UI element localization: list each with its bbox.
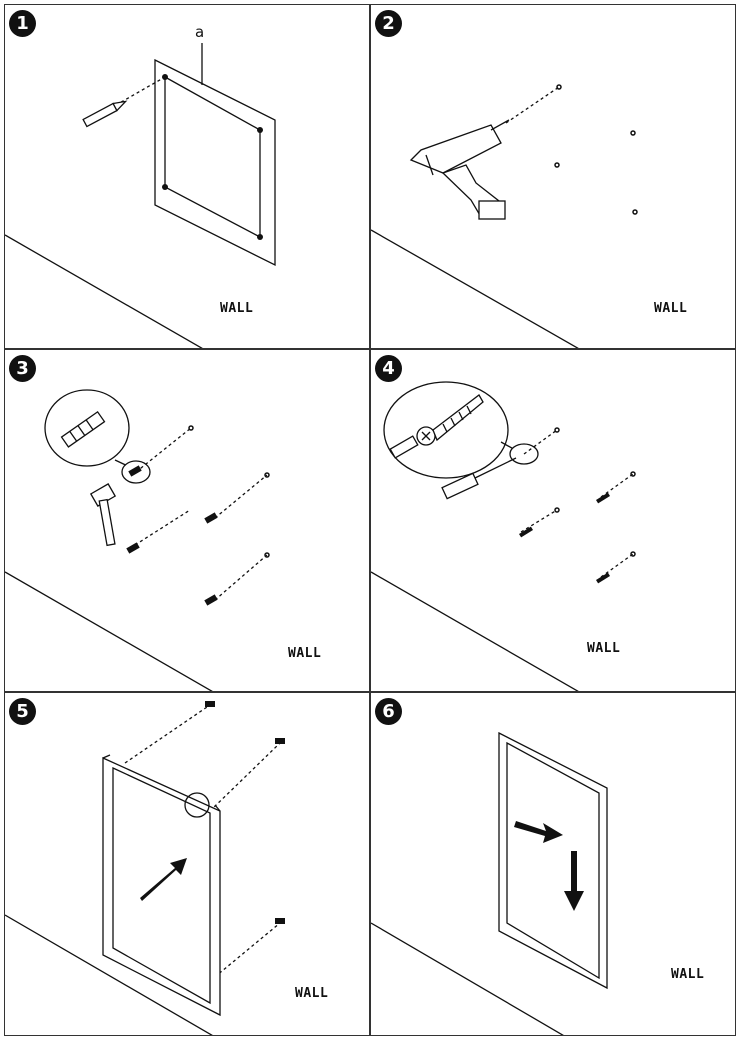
wall-anchor-icon — [60, 410, 106, 448]
anchor — [204, 512, 218, 524]
wall-floor-line — [5, 571, 213, 691]
pencil-icon — [82, 100, 128, 128]
screwdriver-icon — [441, 457, 517, 500]
step-4-badge: 4 — [375, 355, 402, 382]
wall-label: WALL — [288, 646, 322, 661]
step-5-illustration — [5, 701, 285, 1035]
mark-point — [257, 127, 263, 133]
step-4-illustration — [371, 381, 636, 691]
mounting-screw — [205, 701, 215, 707]
mark-point — [257, 234, 263, 240]
drill-hole — [556, 84, 562, 90]
step-3-panel: 3 — [4, 349, 370, 692]
mark-point — [162, 184, 168, 190]
step-1-illustration — [5, 43, 276, 348]
drill-hole — [630, 130, 636, 136]
wall-label: WALL — [587, 641, 621, 656]
drill-guide — [505, 86, 560, 124]
template-sheet — [154, 58, 276, 267]
step-6-illustration — [371, 731, 608, 1035]
step-1-panel: 1 a WALL — [4, 4, 370, 349]
drill-hole — [554, 162, 560, 168]
mirror-frame — [498, 731, 608, 990]
mirror-frame — [102, 756, 221, 1017]
step-6-panel: 6 WALL — [370, 692, 736, 1036]
mirror-glass — [112, 766, 211, 1005]
step-2-panel: 2 WALL — [370, 4, 736, 349]
step-2-badge: 2 — [375, 10, 402, 37]
step-3-illustration — [5, 389, 270, 691]
wall-label: WALL — [671, 967, 705, 982]
wall-floor-line — [5, 914, 213, 1035]
step-2-illustration — [371, 84, 638, 348]
wall-floor-line — [371, 571, 579, 691]
wall-label: WALL — [295, 986, 329, 1001]
hammer-icon — [89, 483, 117, 547]
wall-floor-line — [371, 229, 579, 348]
mirror-glass — [506, 741, 600, 980]
mark-point — [162, 74, 168, 80]
wall-label: WALL — [654, 301, 688, 316]
drill-icon — [409, 119, 510, 220]
arrow-right-icon — [514, 821, 563, 843]
wall-floor-line — [371, 922, 564, 1035]
mounting-screw — [275, 918, 285, 924]
wall-floor-line — [5, 234, 203, 348]
step-5-panel: 5 WALL — [4, 692, 370, 1036]
anchor — [126, 542, 140, 554]
step-6-badge: 6 — [375, 698, 402, 725]
step-1-badge: 1 — [9, 10, 36, 37]
anchor — [204, 594, 218, 606]
mounting-screw — [275, 738, 285, 744]
wall-label: WALL — [220, 301, 254, 316]
callout-a: a — [195, 23, 205, 41]
screw-icon — [389, 394, 484, 459]
step-3-badge: 3 — [9, 355, 36, 382]
arrow-down-icon — [564, 851, 584, 911]
drill-hole — [632, 209, 638, 215]
anchor — [128, 465, 142, 477]
step-5-badge: 5 — [9, 698, 36, 725]
arrow-icon — [140, 858, 187, 901]
detail-callout — [184, 792, 210, 818]
step-4-panel: 4 — [370, 349, 736, 692]
